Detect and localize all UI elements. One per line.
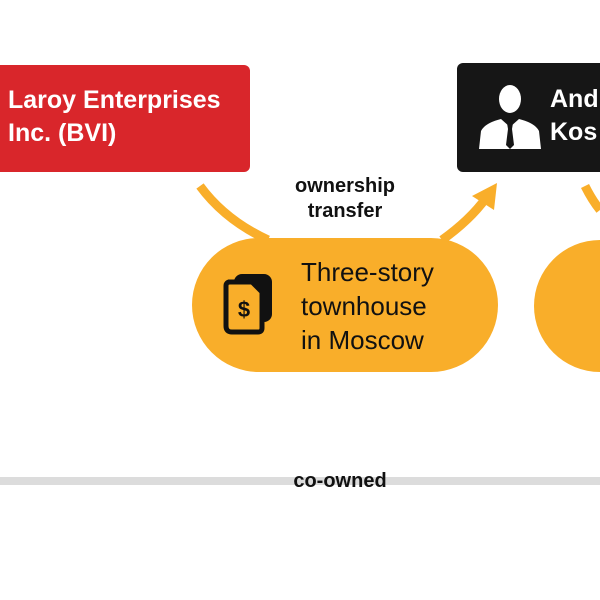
co-owned-line [0,477,600,485]
co-owned-label: co-owned [293,470,387,492]
asset-line1: Three-story [301,257,434,287]
person-name-line1: And [550,85,599,113]
arrow-right [580,183,600,213]
transfer-label-line2: transfer [307,200,383,222]
arrowhead-icon [472,183,497,210]
company-name-line1: Laroy Enterprises [8,86,221,114]
person-name-line2: Kos [550,118,598,146]
asset-line2: townhouse [301,291,427,321]
person-icon [479,85,541,149]
company-name-line2: Inc. (BVI) [8,119,117,147]
asset-node[interactable]: $ Three-story townhouse in Moscow [192,238,498,372]
company-node[interactable]: Laroy Enterprises Inc. (BVI) [0,65,250,172]
transfer-label-line1: ownership [294,175,395,197]
svg-text:$: $ [238,297,250,322]
transfer-arrow-out [439,195,490,244]
second-asset-node[interactable] [534,240,600,372]
asset-line3: in Moscow [301,325,424,355]
money-document-icon: $ [223,274,272,335]
transfer-arrow-in [196,183,270,245]
person-node[interactable]: And Kos [457,63,600,172]
ownership-transfer-label: ownership transfer [270,174,420,224]
